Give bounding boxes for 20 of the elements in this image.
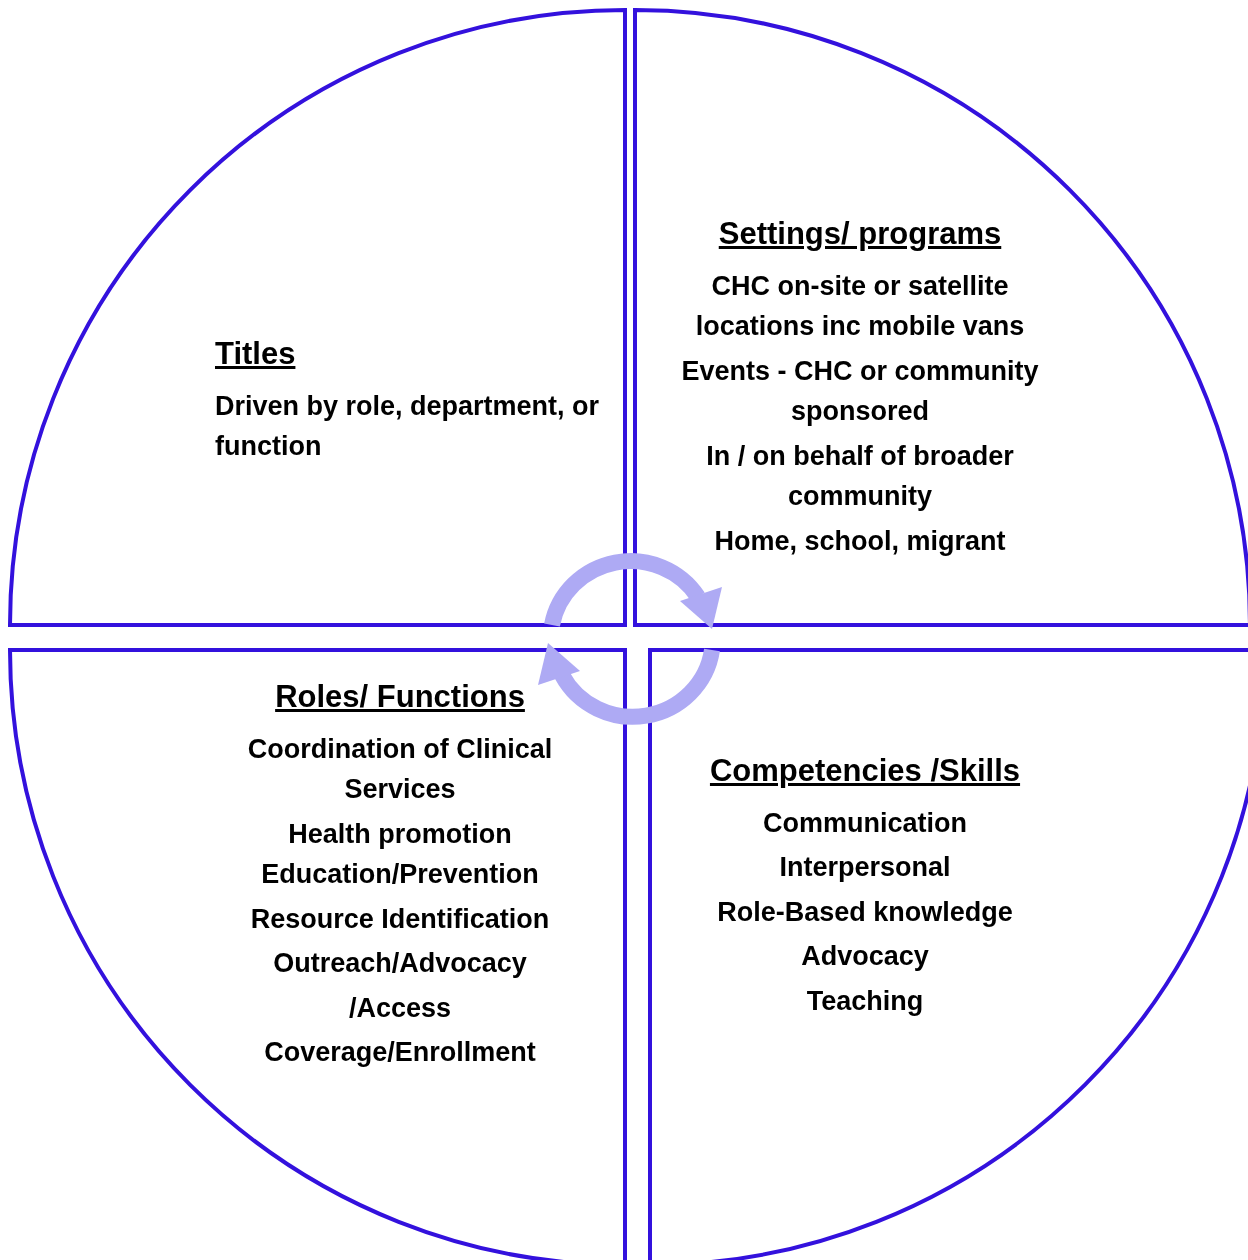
- list-item: Advocacy: [801, 940, 929, 974]
- list-item: Events - CHC or community sponsored: [680, 354, 1040, 429]
- list-item: In / on behalf of broader community: [705, 439, 1015, 514]
- quadrant-heading: Roles/ Functions: [275, 678, 525, 716]
- list-item: /Access: [348, 991, 452, 1025]
- list-item: Resource Identification: [250, 902, 550, 936]
- list-item: Outreach/Advocacy: [273, 947, 527, 981]
- list-item: Home, school, migrant: [714, 524, 1006, 558]
- quadrant-heading: Competencies /Skills: [709, 752, 1021, 790]
- quadrant-heading: Titles: [215, 335, 296, 373]
- list-item: Teaching: [806, 984, 924, 1018]
- list-item: Interpersonal: [779, 851, 951, 885]
- list-item: Driven by role, department, or function: [215, 389, 601, 464]
- list-item: CHC on-site or satellite locations inc mobile vans: [694, 269, 1026, 344]
- quadrant-heading: Settings/ programs: [718, 215, 1002, 253]
- list-item: Coordination of Clinical Services: [246, 732, 554, 807]
- list-item: Coverage/Enrollment: [264, 1036, 536, 1070]
- list-item: Health promotion Education/Prevention: [260, 817, 540, 892]
- list-item: Role-Based knowledge: [717, 895, 1013, 929]
- list-item: Communication: [763, 806, 967, 840]
